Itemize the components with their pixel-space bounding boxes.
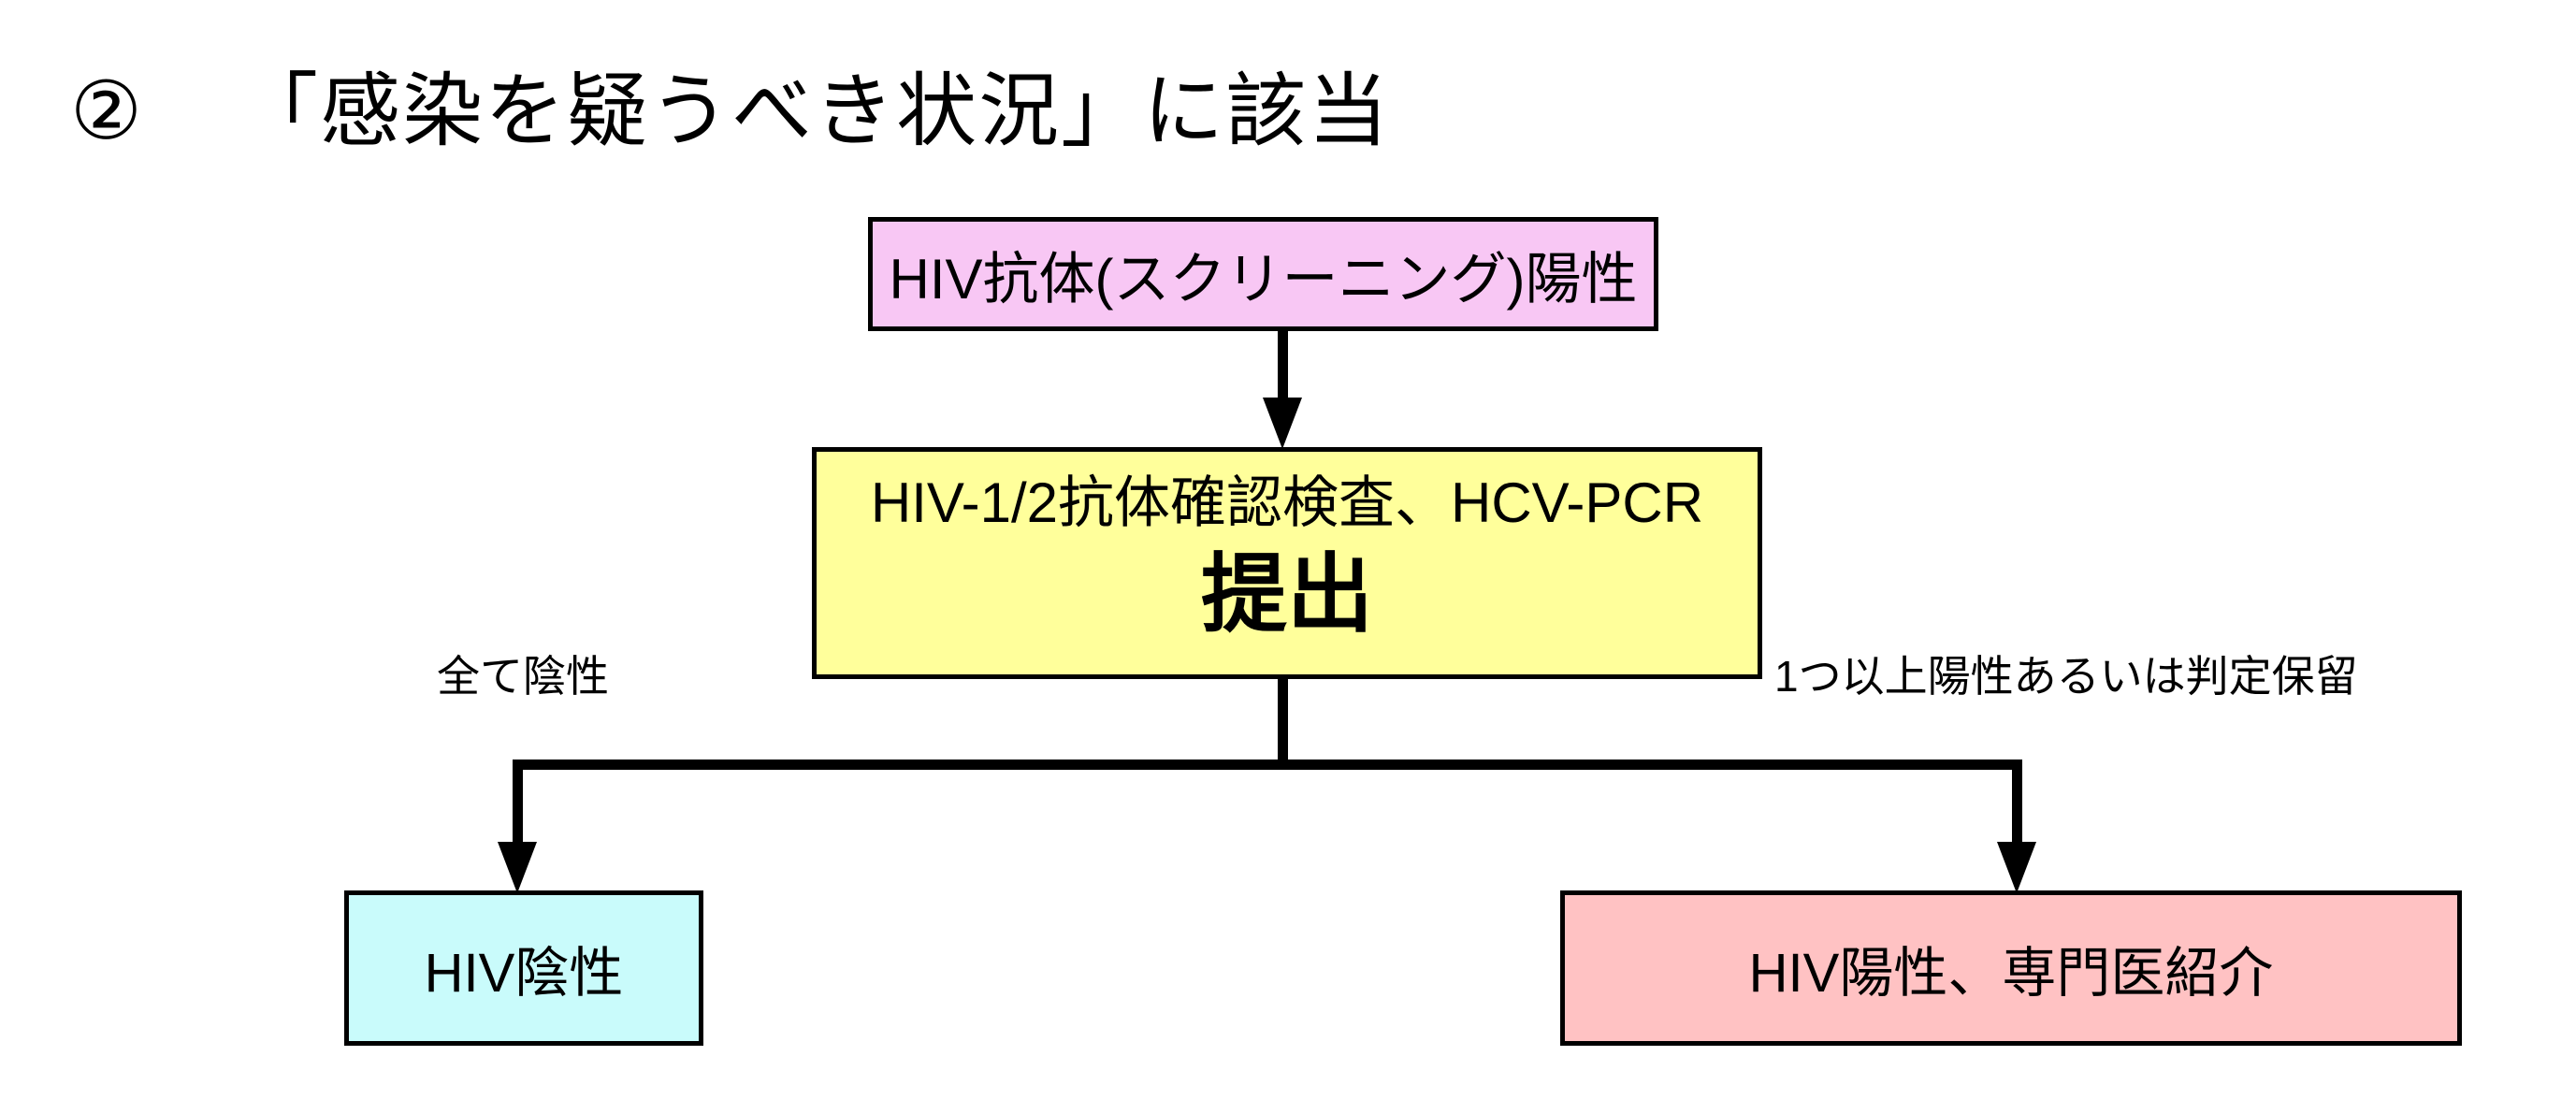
arrow-to-positive-shaft (2012, 760, 2022, 848)
arrow-down-icon (498, 842, 537, 893)
hiv-negative-box: HIV陰性 (344, 890, 703, 1046)
hiv-positive-box: HIV陽性、専門医紹介 (1560, 890, 2462, 1046)
confirmation-test-label: HIV-1/2抗体確認検査、HCV-PCR (870, 471, 1704, 534)
confirmation-test-box: HIV-1/2抗体確認検査、HCV-PCR 提出 (812, 447, 1762, 679)
branch-label-any-positive: 1つ以上陽性あるいは判定保留 (1774, 652, 2358, 701)
arrow-to-negative-shaft (513, 760, 523, 848)
page-title: ② 「感染を疑うべき状況」に該当 (70, 67, 1390, 156)
submit-label: 提出 (1200, 547, 1373, 643)
arrow-screening-to-confirm-shaft (1278, 329, 1288, 402)
title-number: ② (70, 66, 145, 156)
hiv-negative-label: HIV陰性 (424, 943, 624, 1004)
hiv-positive-label: HIV陽性、専門医紹介 (1748, 943, 2274, 1004)
branch-label-all-negative: 全て陰性 (437, 652, 609, 701)
arrow-down-icon (1263, 398, 1302, 449)
screening-positive-box: HIV抗体(スクリーニング)陽性 (868, 217, 1658, 331)
connector-horizontal (513, 760, 2022, 770)
arrow-down-icon (1997, 842, 2036, 893)
connector-stem (1278, 677, 1288, 766)
screening-positive-label: HIV抗体(スクリーニング)陽性 (889, 247, 1638, 311)
title-text: 「感染を疑うべき状況」に該当 (238, 66, 1391, 156)
